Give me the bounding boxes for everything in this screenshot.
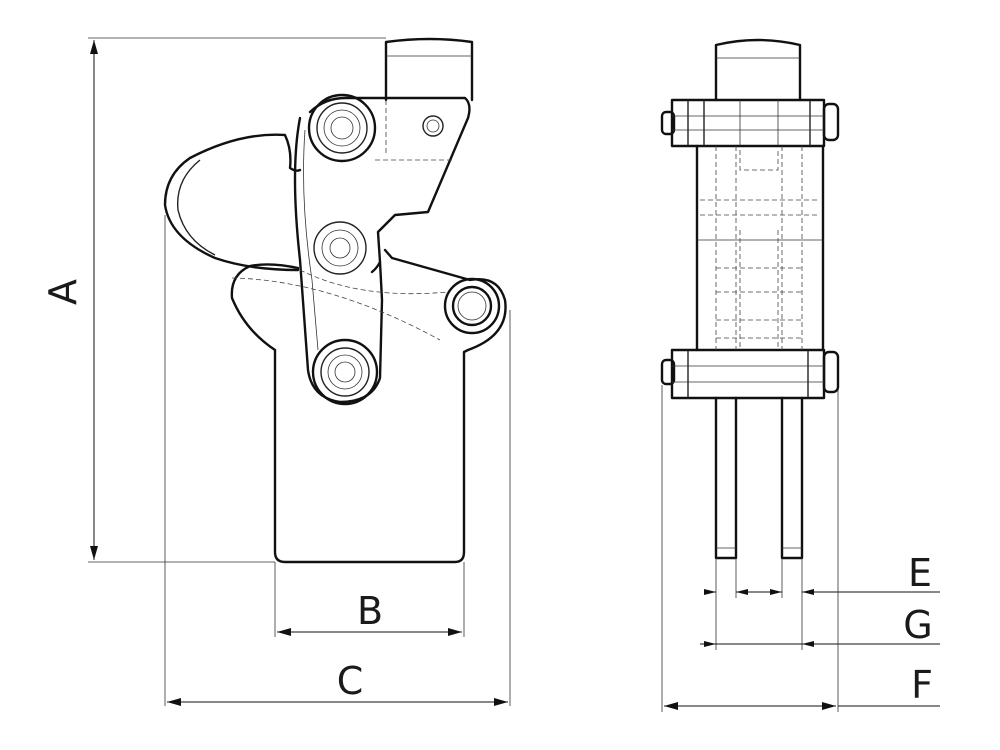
front-view [660, 38, 840, 560]
front-leg-right [780, 396, 804, 560]
clamp-body [230, 248, 507, 564]
dimension-label-b: B [357, 589, 383, 633]
small-hole [422, 115, 444, 137]
clamp-plunger [384, 37, 474, 102]
pivot-bottom [311, 338, 379, 406]
clamp-upper-arm [308, 96, 471, 274]
front-plunger [714, 38, 802, 102]
pivot-top [307, 93, 377, 163]
pivot-middle [313, 221, 367, 275]
side-view [163, 37, 507, 564]
clamp-link [293, 116, 384, 404]
dimension-label-g: G [903, 603, 932, 647]
dimension-label-c: C [337, 659, 364, 703]
front-leg-left [714, 396, 738, 560]
dimension-label-a: A [41, 279, 85, 305]
dimension-label-e: E [908, 551, 932, 595]
dimensions [88, 37, 940, 712]
pivot-right [443, 277, 501, 335]
clamp-hook [163, 133, 302, 272]
dimension-label-f: F [911, 663, 933, 707]
